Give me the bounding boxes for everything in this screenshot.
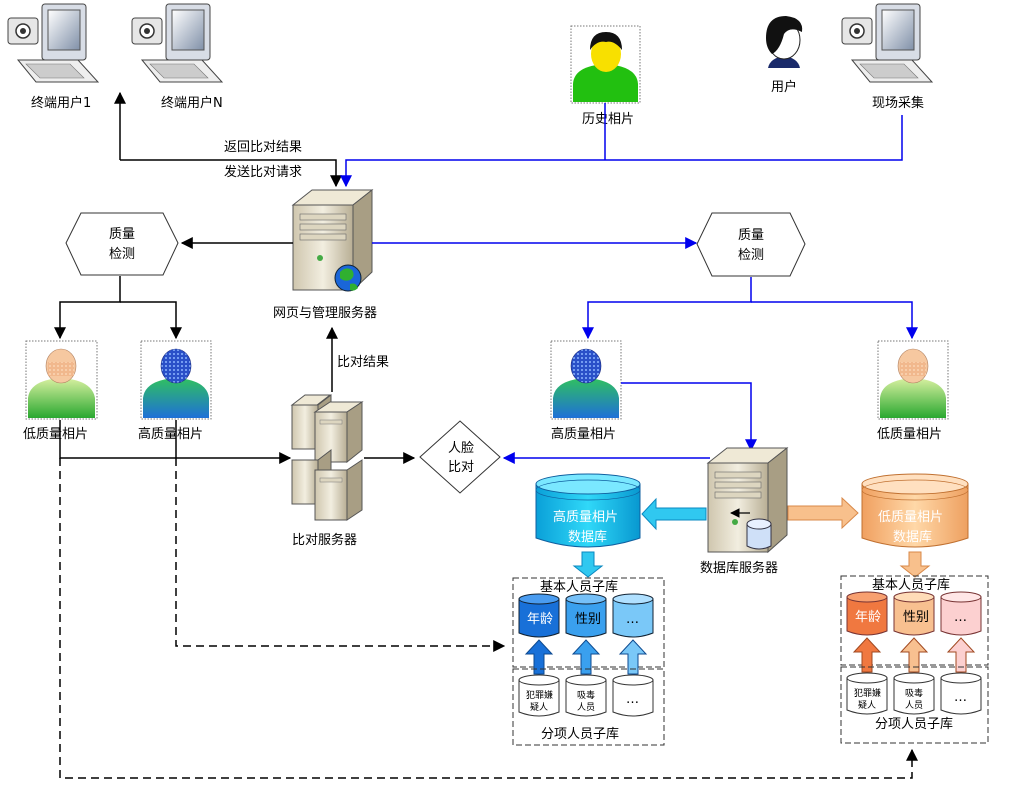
low-drug-line1: 吸毒 [905,687,923,699]
left-qc-split-line-2 [120,301,182,340]
terminal-1-label: 终端用户1 [31,95,91,111]
compare-server-icon [290,393,364,521]
history-photo-label: 历史相片 [582,112,634,127]
low-gender-label: 性别 [903,610,929,625]
right-high-quality-photo-icon [550,340,622,420]
left-high-quality-label: 高质量相片 [138,426,203,442]
high-up-arrow-3 [618,639,648,675]
low-db-line2: 数据库 [893,529,932,545]
high-suspect-db-icon [518,674,560,717]
high-drug-db-icon [565,674,607,717]
right-low-quality-label: 低质量相片 [877,427,942,442]
history-photo-icon [570,25,641,104]
db-to-high-db-arrow [641,497,707,531]
low-more-label: … [954,610,967,625]
left-qc-split-line [54,276,121,340]
user-icon [766,16,803,68]
terminal-1-computer-icon [7,3,100,83]
web-server-icon [291,188,374,292]
high-more-label: … [626,612,639,627]
high-db-line1: 高质量相片 [553,509,618,525]
right-quality-check-line2: 检测 [738,248,764,263]
db-server-icon [706,446,789,554]
high-db-line2: 数据库 [568,529,607,545]
high-base-title: 基本人员子库 [540,579,618,595]
low-db-down-arrow [899,551,931,578]
low-db-line1: 低质量相片 [878,510,943,525]
high-sub-more-label: … [626,692,639,707]
capture-to-server-line [340,115,903,188]
left-quality-check-line1: 质量 [109,227,135,242]
high-more-db-icon [612,593,654,638]
left-low-quality-label: 低质量相片 [23,427,88,442]
user-label: 用户 [771,79,797,95]
face-compare-node [419,420,501,494]
face-compare-line2: 比对 [448,460,474,475]
compare-result-label: 比对结果 [337,355,389,370]
high-suspect-line1: 犯罪嫌 [526,689,553,701]
low-item-sublib-box [840,666,989,744]
low-quality-db-icon [861,473,969,548]
low-base-title: 基本人员子库 [872,577,950,593]
db-to-low-db-arrow [787,496,859,530]
high-gender-db-icon [565,593,607,638]
left-quality-check-node [65,212,179,276]
left-high-to-high-db-dashed [175,458,506,652]
high-item-sublib-box [512,668,665,746]
right-quality-check-line1: 质量 [738,228,764,243]
field-capture-label: 现场采集 [872,95,924,111]
high-sub-more-db-icon [612,674,654,717]
face-compare-line1: 人脸 [448,441,474,456]
low-sub-title: 分项人员子库 [875,716,953,732]
high-quality-db-icon [535,473,641,548]
low-gender-db-icon [893,591,935,636]
send-request-label: 发送比对请求 [224,164,302,180]
right-high-to-db-line [621,382,757,452]
low-drug-db-icon [893,672,935,715]
high-sub-title: 分项人员子库 [541,726,619,742]
terminal-n-label: 终端用户N [161,95,223,111]
low-age-label: 年龄 [855,610,881,625]
low-up-arrow-1 [852,637,882,673]
left-low-quality-photo-icon [25,340,98,420]
return-result-label: 返回比对结果 [224,140,302,155]
web-server-label: 网页与管理服务器 [273,305,377,321]
low-up-arrow-2 [899,637,929,673]
low-sub-more-db-icon [940,672,982,715]
high-drug-line2: 人员 [577,702,595,713]
right-qc-split-line-2 [751,301,918,340]
high-drug-line1: 吸毒 [577,689,595,701]
low-sub-more-label: … [954,690,967,705]
send-request-line [325,159,342,188]
high-age-db-icon [518,593,560,638]
right-high-quality-label: 高质量相片 [551,426,616,442]
terminal-n-computer-icon [131,3,224,83]
low-up-arrow-3 [946,637,976,673]
high-gender-label: 性别 [575,612,601,627]
low-suspect-line2: 疑人 [858,700,876,711]
right-qc-split-line [582,277,752,340]
db-server-label: 数据库服务器 [700,560,778,576]
field-capture-computer-icon [841,3,934,83]
high-age-label: 年龄 [527,612,553,627]
right-low-quality-photo-icon [877,340,949,420]
high-db-down-arrow [572,551,604,578]
low-more-db-icon [940,591,982,636]
high-up-arrow-2 [571,639,601,675]
high-suspect-line2: 疑人 [530,702,548,713]
left-quality-check-line2: 检测 [109,247,135,262]
right-quality-check-node [696,212,806,277]
left-high-quality-photo-icon [140,340,212,420]
compare-server-label: 比对服务器 [292,532,357,548]
high-up-arrow-1 [524,639,554,675]
low-age-db-icon [846,591,888,636]
low-suspect-db-icon [846,672,888,715]
left-low-to-low-db-dashed [59,458,918,779]
low-suspect-line1: 犯罪嫌 [854,687,881,699]
low-drug-line2: 人员 [905,700,923,711]
